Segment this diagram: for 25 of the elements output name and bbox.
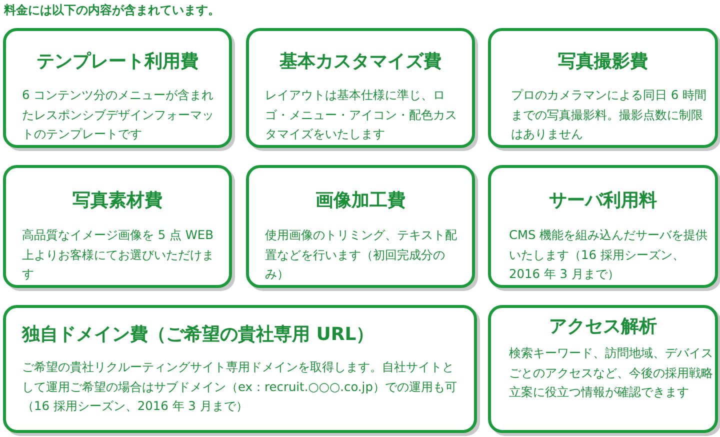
fee-card bbox=[246, 165, 475, 288]
card-description: プロのカメラマンによる同日 6 時間までの写真撮影料。撮影点数に制限はありません bbox=[511, 87, 707, 144]
card-heading: テンプレート利用費 bbox=[36, 50, 200, 73]
card-heading: 基本カスタマイズ費 bbox=[278, 50, 442, 73]
fee-card bbox=[3, 28, 232, 148]
card-heading: 画像加工費 bbox=[314, 189, 406, 212]
card-description: ご希望の貴社リクルーティングサイト専用ドメインを取得します。自社サイトとして運用ご希望の場合はサブドメイン（ex：recruit.○○○.co.jp）での運用も可（16 採用シーズン、2016 年 3 月まで） bbox=[22, 359, 458, 416]
card-description: 高品質なイメージ画像を 5 点 WEB 上よりお客様にてお選びいただけます bbox=[22, 227, 215, 284]
card-description: 6 コンテンツ分のメニューが含まれたレスポンシブデザインフォーマットのテンプレートです bbox=[22, 87, 215, 144]
page-heading: 料金には以下の内容が含まれています。 bbox=[4, 2, 220, 19]
fee-card bbox=[488, 305, 718, 433]
fee-card bbox=[246, 28, 475, 148]
card-description: 検索キーワード、訪問地域、デバイスごとのアクセスなど、今後の採用戦略立案に役立つ情報が確認できます bbox=[509, 345, 713, 402]
fee-card bbox=[488, 165, 718, 288]
card-description: 使用画像のトリミング、テキスト配置などを行います（初回完成分のみ） bbox=[265, 227, 458, 284]
card-heading: 写真撮影費 bbox=[557, 50, 649, 73]
card-heading: サーバ利用料 bbox=[548, 189, 658, 212]
card-description: CMS 機能を組み込んだサーバを提供いたします（16 採用シーズン、2016 年 3 月まで） bbox=[509, 227, 709, 284]
card-description: レイアウトは基本仕様に準じ、ロゴ・メニュー・アイコン・配色カスタマイズをいたします bbox=[265, 87, 458, 144]
card-heading: 写真素材費 bbox=[72, 189, 164, 212]
card-heading: 独自ドメイン費（ご希望の貴社専用 URL） bbox=[22, 323, 374, 346]
card-heading: アクセス解析 bbox=[548, 315, 658, 338]
fee-card bbox=[3, 165, 232, 288]
fee-card bbox=[3, 305, 477, 433]
fee-card bbox=[488, 28, 718, 148]
